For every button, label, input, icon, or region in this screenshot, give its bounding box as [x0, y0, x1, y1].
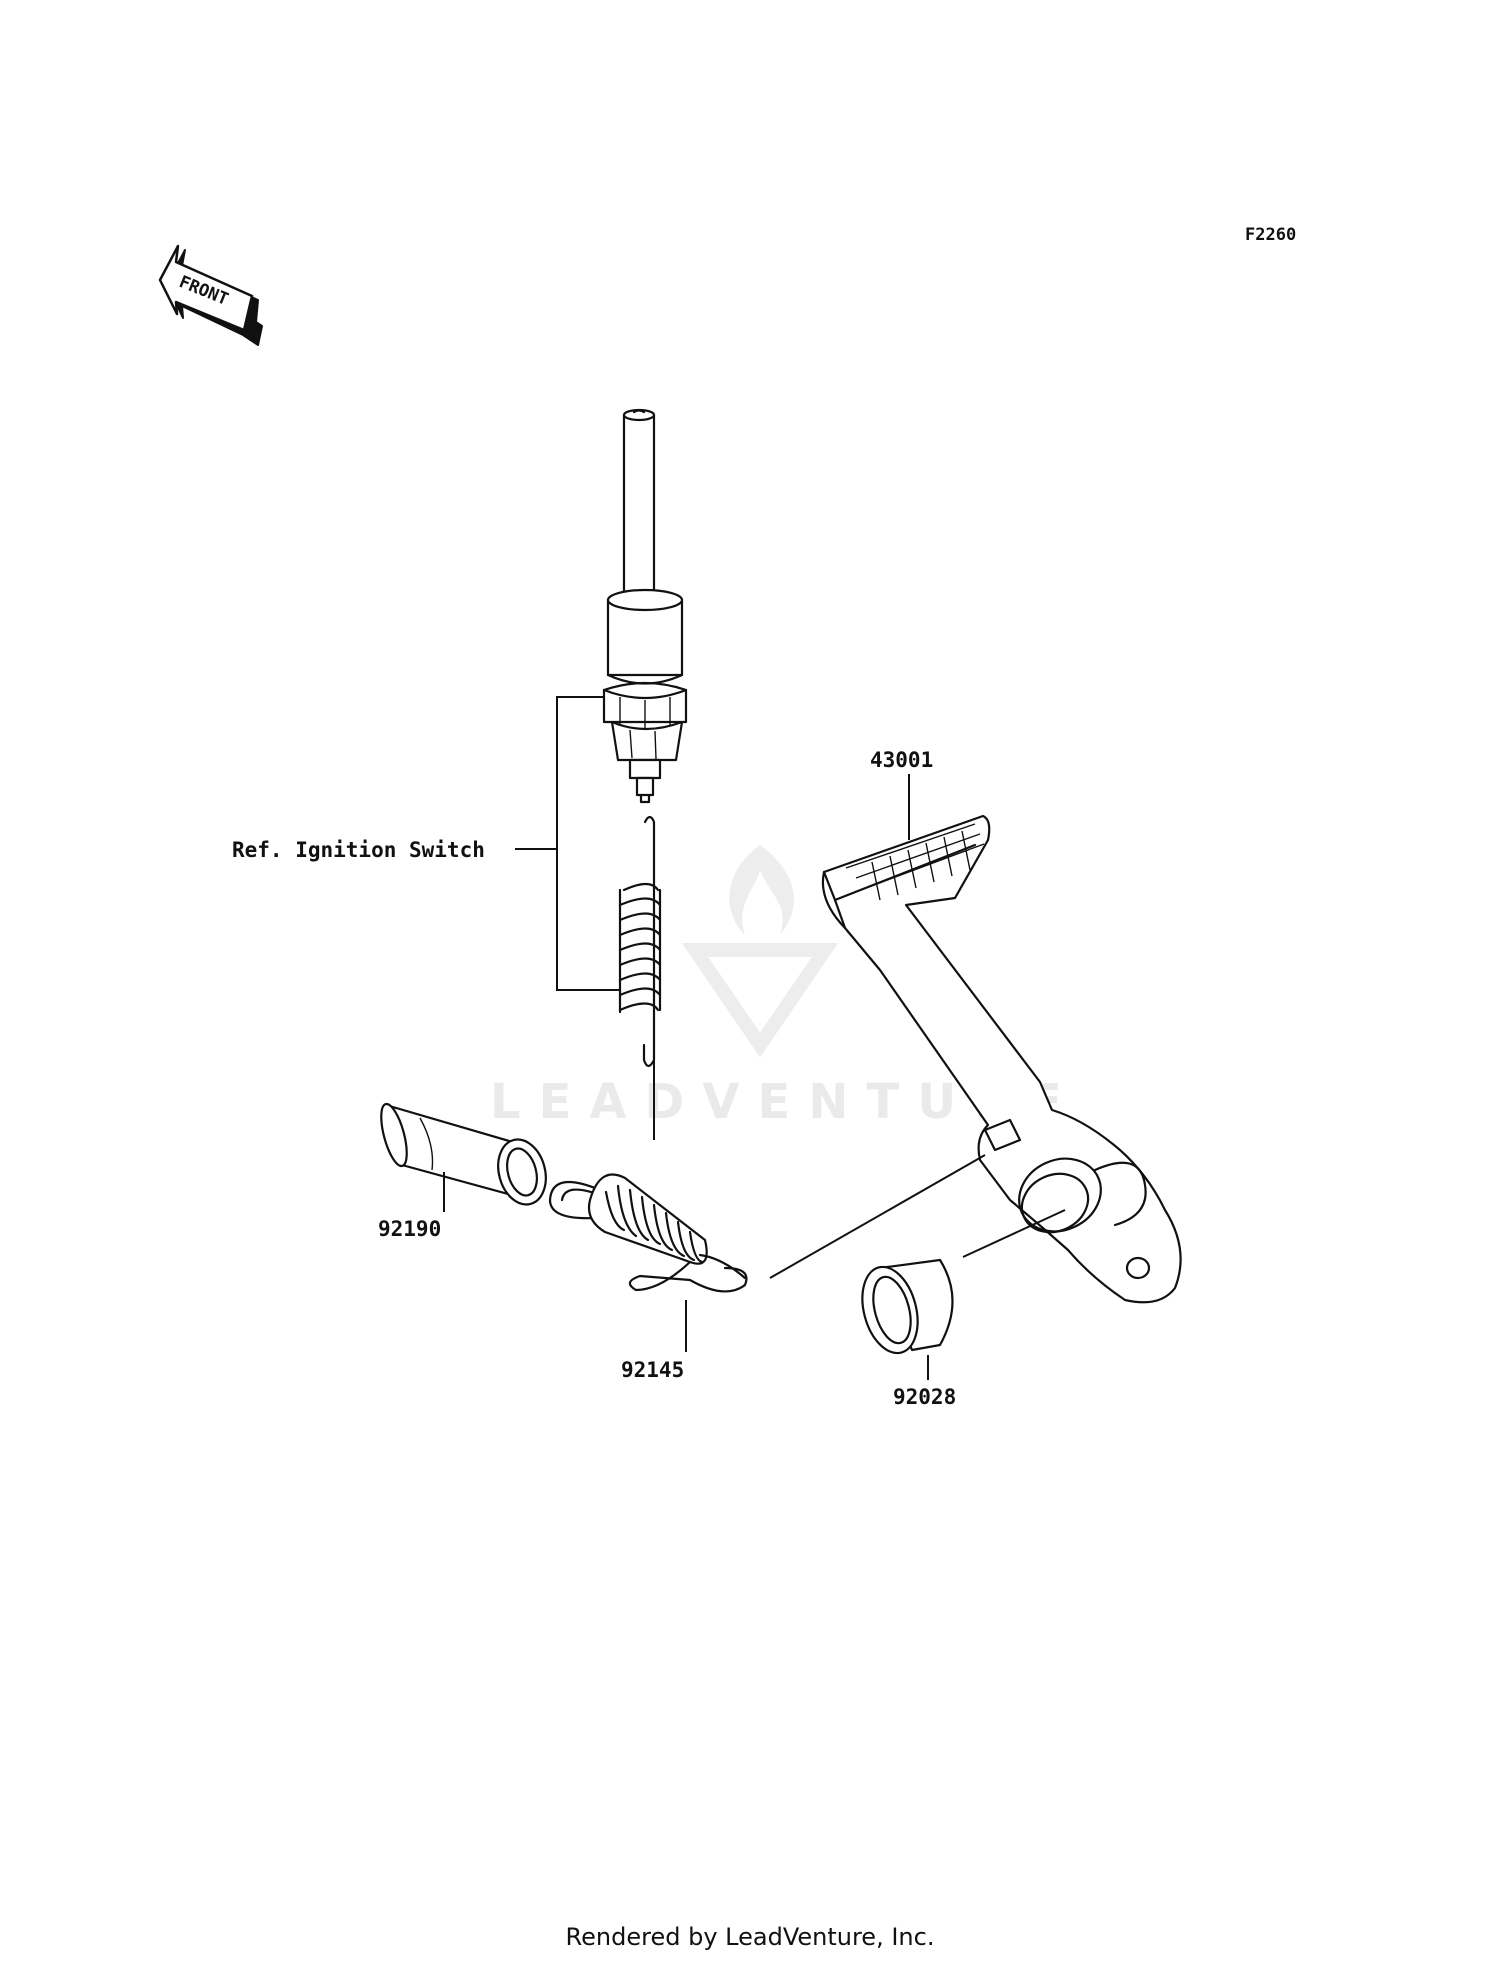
switch-spring [618, 882, 662, 1014]
ref-ignition-switch-callout: Ref. Ignition Switch [232, 696, 620, 991]
spring-to-pedal-leader [769, 1154, 986, 1279]
brake-pedal-part: 43001 [821, 748, 1182, 1304]
collar-part: 92190 [378, 1102, 547, 1241]
footer-credit: Rendered by LeadVenture, Inc. [566, 1923, 935, 1951]
bushing-to-pedal-leader [962, 1209, 1066, 1258]
front-arrow-icon: FRONT [158, 244, 263, 346]
watermark-v-icon [681, 943, 839, 1058]
return-spring-part-number: 92145 [621, 1358, 684, 1382]
bushing-part: 92028 [861, 1258, 956, 1409]
bushing-part-number: 92028 [893, 1385, 956, 1409]
ref-ignition-switch-label: Ref. Ignition Switch [232, 838, 485, 862]
collar-part-number: 92190 [378, 1217, 441, 1241]
return-spring-part: 92145 [548, 1045, 748, 1382]
diagram-code: F2260 [1245, 225, 1296, 245]
ignition-switch-assembly [602, 408, 688, 1068]
watermark-flame-icon [729, 845, 794, 935]
brake-pedal-part-number: 43001 [870, 748, 933, 772]
